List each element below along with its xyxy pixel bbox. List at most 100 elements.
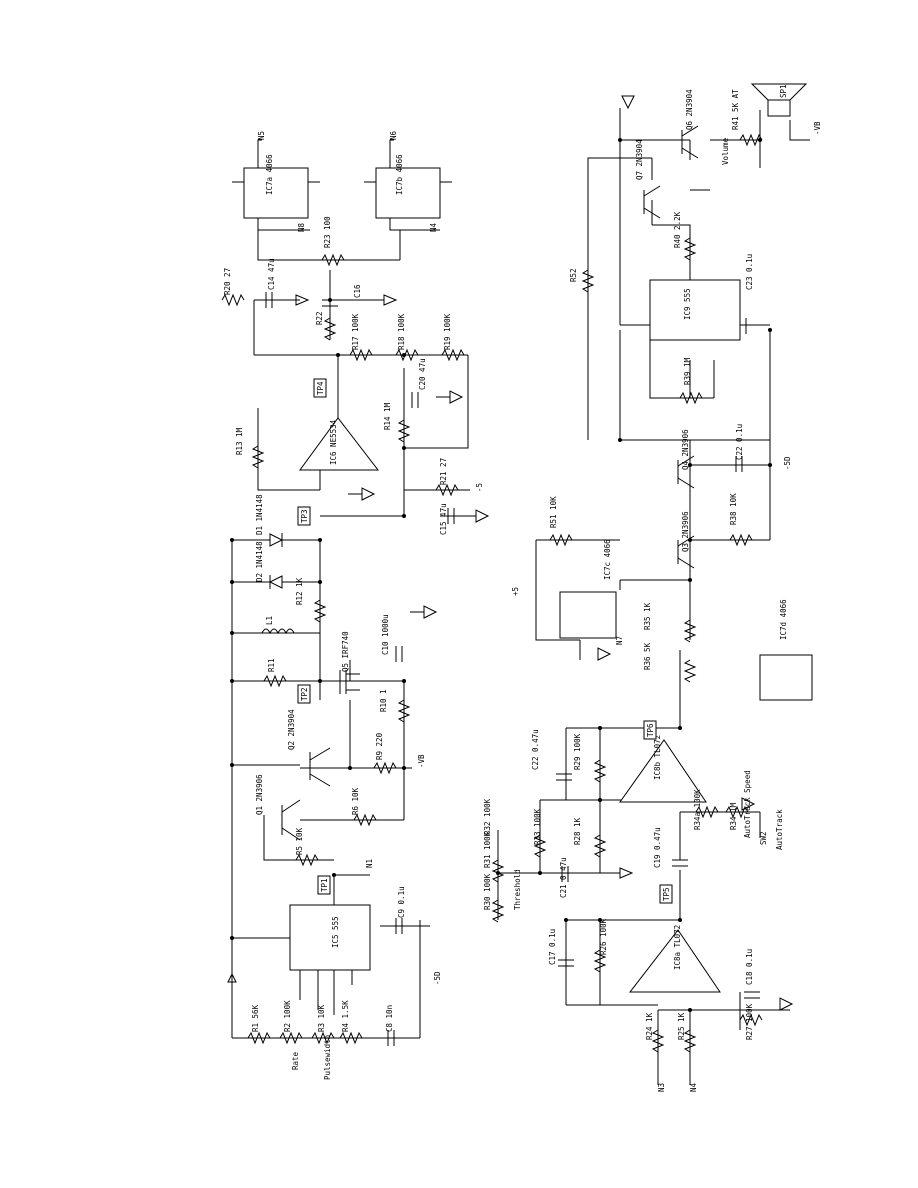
label-c14: C14 47u bbox=[267, 258, 276, 290]
label-r3: R3 10K bbox=[317, 1004, 326, 1032]
speaker-icon bbox=[750, 83, 808, 117]
label-r9: R9 220 bbox=[375, 732, 384, 760]
label-q4: Q4 2N3906 bbox=[681, 429, 690, 470]
transistor-symbols bbox=[281, 125, 699, 841]
test-point-tp4: TP4 bbox=[313, 378, 327, 398]
label-volume: Volume bbox=[721, 137, 730, 165]
label-r34: R34 1M bbox=[729, 802, 738, 830]
label-d2: D2 1N4148 bbox=[255, 541, 264, 582]
svg-text:TP5: TP5 bbox=[662, 887, 671, 901]
label-r22: R22 bbox=[315, 311, 324, 325]
label-r31: R31 100K bbox=[483, 831, 492, 868]
label-sd2: -5D bbox=[783, 456, 792, 470]
label-q5: Q5 IRF740 bbox=[341, 631, 350, 672]
label-r29: R29 100K bbox=[573, 733, 582, 770]
label-r52: R52 bbox=[569, 268, 578, 282]
label-vb1: -VB bbox=[417, 754, 426, 768]
label-ic9: IC9 555 bbox=[683, 288, 692, 320]
label-c16: C16 bbox=[353, 284, 362, 298]
label-n1: N1 bbox=[365, 859, 374, 868]
label-c9: C9 0.1u bbox=[397, 886, 406, 918]
label-r27: R27 100K bbox=[745, 1003, 754, 1040]
label-r23: R23 100 bbox=[323, 216, 332, 248]
label-ic7c: IC7c 4066 bbox=[603, 539, 612, 580]
label-r13: R13 1M bbox=[235, 427, 244, 455]
label-vb2: -VB bbox=[813, 121, 822, 135]
label-c22: C22 0.1u bbox=[735, 424, 744, 460]
label-ic8b: IC8b TL072 bbox=[653, 735, 662, 780]
resistor-symbols bbox=[221, 133, 763, 1053]
label-c23: C23 0.1u bbox=[745, 254, 754, 290]
label-ic8a: IC8a TL072 bbox=[673, 925, 682, 970]
label-n4b: N4 bbox=[689, 1082, 698, 1092]
label-ic6: IC6 NE5534 bbox=[329, 419, 338, 465]
label-n8: N8 bbox=[297, 222, 306, 232]
label-r24: R24 1K bbox=[645, 1012, 654, 1040]
label-q7: Q7 2N3904 bbox=[635, 139, 644, 180]
label-n6: N6 bbox=[389, 130, 398, 140]
label-rate: Rate bbox=[291, 1051, 300, 1070]
label-r34a: R34a 100K bbox=[693, 789, 702, 830]
svg-text:TP1: TP1 bbox=[320, 878, 329, 892]
label-autospeed: AutoTrack Speed bbox=[743, 770, 752, 838]
label-q1: Q1 2N3906 bbox=[255, 774, 264, 815]
label-c19: C19 0.47u bbox=[653, 827, 662, 868]
label-n5: N5 bbox=[257, 131, 266, 140]
label-r11: R11 bbox=[267, 658, 276, 672]
label-r19: R19 100K bbox=[443, 313, 452, 350]
label-c20: C20 47u bbox=[418, 358, 427, 390]
label-r10: R10 1 bbox=[379, 689, 388, 712]
label-c22b: C22 0.47u bbox=[531, 729, 540, 770]
svg-text:TP4: TP4 bbox=[316, 381, 325, 395]
svg-text:TP2: TP2 bbox=[300, 687, 309, 701]
label-n3: N3 bbox=[657, 1083, 666, 1092]
left-circuit-wiring bbox=[227, 139, 470, 1039]
label-r26: R26 100K bbox=[599, 918, 608, 955]
label-r17: R17 100K bbox=[351, 313, 360, 350]
label-d1: D1 1N4148 bbox=[255, 494, 264, 535]
label-r32: R32 100K bbox=[483, 798, 492, 835]
label-n4a: N4 bbox=[429, 222, 438, 232]
label-r2: R2 100K bbox=[283, 1000, 292, 1032]
label-n7: N7 bbox=[615, 636, 624, 645]
label-c8: C8 10n bbox=[385, 1005, 394, 1032]
label-c18: C18 0.1u bbox=[745, 949, 754, 985]
label-r39: R39 1M bbox=[683, 357, 692, 385]
label-autotrack: AutoTrack bbox=[775, 809, 784, 850]
label-r40: R40 2.2K bbox=[673, 211, 682, 248]
label-sw2: SW2 bbox=[759, 831, 768, 845]
label-thresh: Threshold bbox=[513, 869, 522, 910]
label-r51: R51 10K bbox=[549, 496, 558, 528]
label-r41: R41 5K AT bbox=[731, 89, 740, 130]
test-point-tp5: TP5 bbox=[659, 884, 673, 904]
label-r36: R36 5K bbox=[643, 642, 652, 670]
label-ic7b: IC7b 4066 bbox=[395, 154, 404, 195]
label-ic7d: IC7d 4066 bbox=[779, 599, 788, 640]
label-sp1: SP1 bbox=[779, 84, 788, 98]
label-r4: R4 1.5K bbox=[341, 1000, 350, 1032]
label-r38: R38 10K bbox=[729, 493, 738, 525]
label-r18: R18 100K bbox=[397, 313, 406, 350]
label-r30: R30 100K bbox=[483, 873, 492, 910]
label-pulsewidth: Pulsewidth bbox=[323, 1035, 332, 1080]
label-r12: R12 1K bbox=[295, 577, 304, 605]
label-l1: L1 bbox=[265, 616, 274, 625]
label-q3: Q3 2N3906 bbox=[681, 511, 690, 552]
label-s3a: -5 bbox=[475, 483, 484, 492]
label-c17: C17 0.1u bbox=[548, 929, 557, 965]
label-p5b: +5 bbox=[511, 587, 520, 596]
svg-text:TP6: TP6 bbox=[646, 723, 655, 737]
label-q6: Q6 2N3904 bbox=[685, 89, 694, 130]
label-r25: R25 1K bbox=[677, 1012, 686, 1040]
test-point-tp1: TP1 bbox=[317, 875, 331, 895]
label-c21: C21 0.47u bbox=[559, 857, 568, 898]
label-c10: C10 1000u bbox=[381, 614, 390, 655]
label-r6: R6 10K bbox=[351, 787, 360, 815]
test-point-tp2: TP2 bbox=[297, 684, 311, 704]
label-sd1: -5D bbox=[433, 971, 442, 985]
test-point-tp3: TP3 bbox=[297, 506, 311, 526]
ic-bodies bbox=[243, 167, 813, 993]
